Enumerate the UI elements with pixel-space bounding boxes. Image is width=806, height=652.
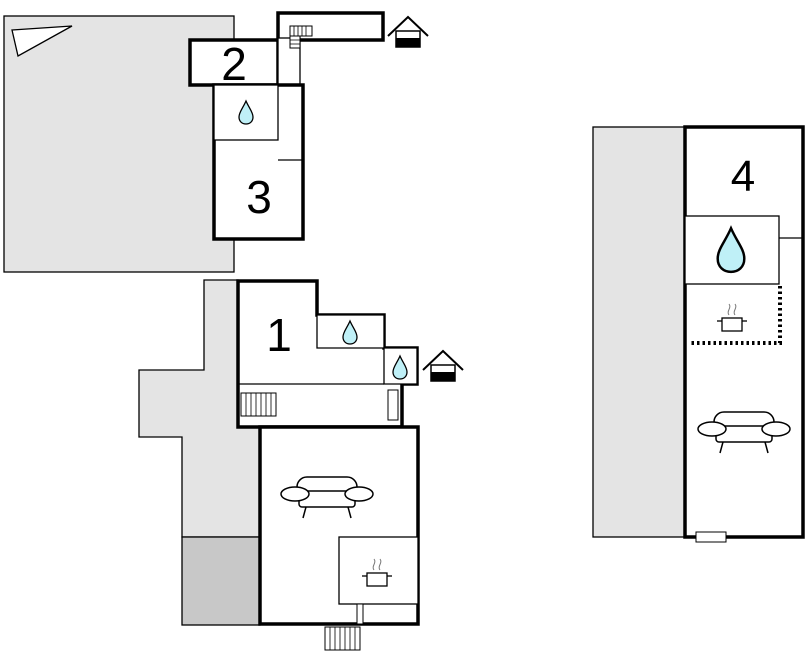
room-1-number: 1 — [266, 309, 292, 361]
door-marker — [695, 531, 727, 543]
room-2-number: 2 — [221, 38, 247, 90]
room-4-number: 4 — [731, 152, 755, 201]
stairs-icon — [289, 25, 313, 49]
terrace-dark — [181, 536, 261, 626]
door-marker — [387, 389, 399, 421]
stairs-icon — [240, 392, 277, 417]
kitchen-counter-dotted — [691, 286, 782, 345]
stairs-icon — [324, 626, 361, 651]
door-marker — [356, 603, 364, 625]
kitchen-1 — [338, 536, 419, 605]
terrace-triangle-icon — [11, 25, 73, 57]
room-3-number: 3 — [246, 171, 272, 223]
house-entrance-icon — [387, 16, 429, 48]
house-entrance-icon — [422, 350, 464, 382]
room-4-block — [683, 125, 805, 539]
terrace-right — [592, 126, 686, 538]
